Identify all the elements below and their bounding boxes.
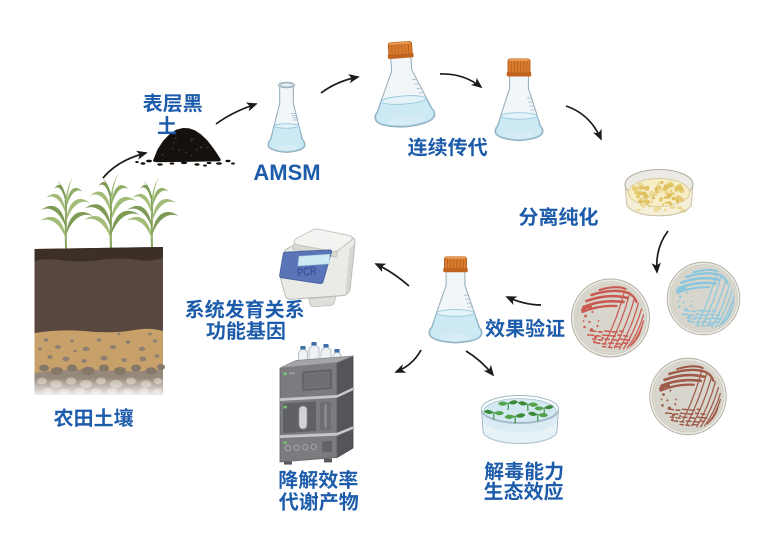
svg-text:PCR: PCR bbox=[296, 263, 317, 279]
svg-text:AMSM: AMSM bbox=[253, 160, 320, 185]
